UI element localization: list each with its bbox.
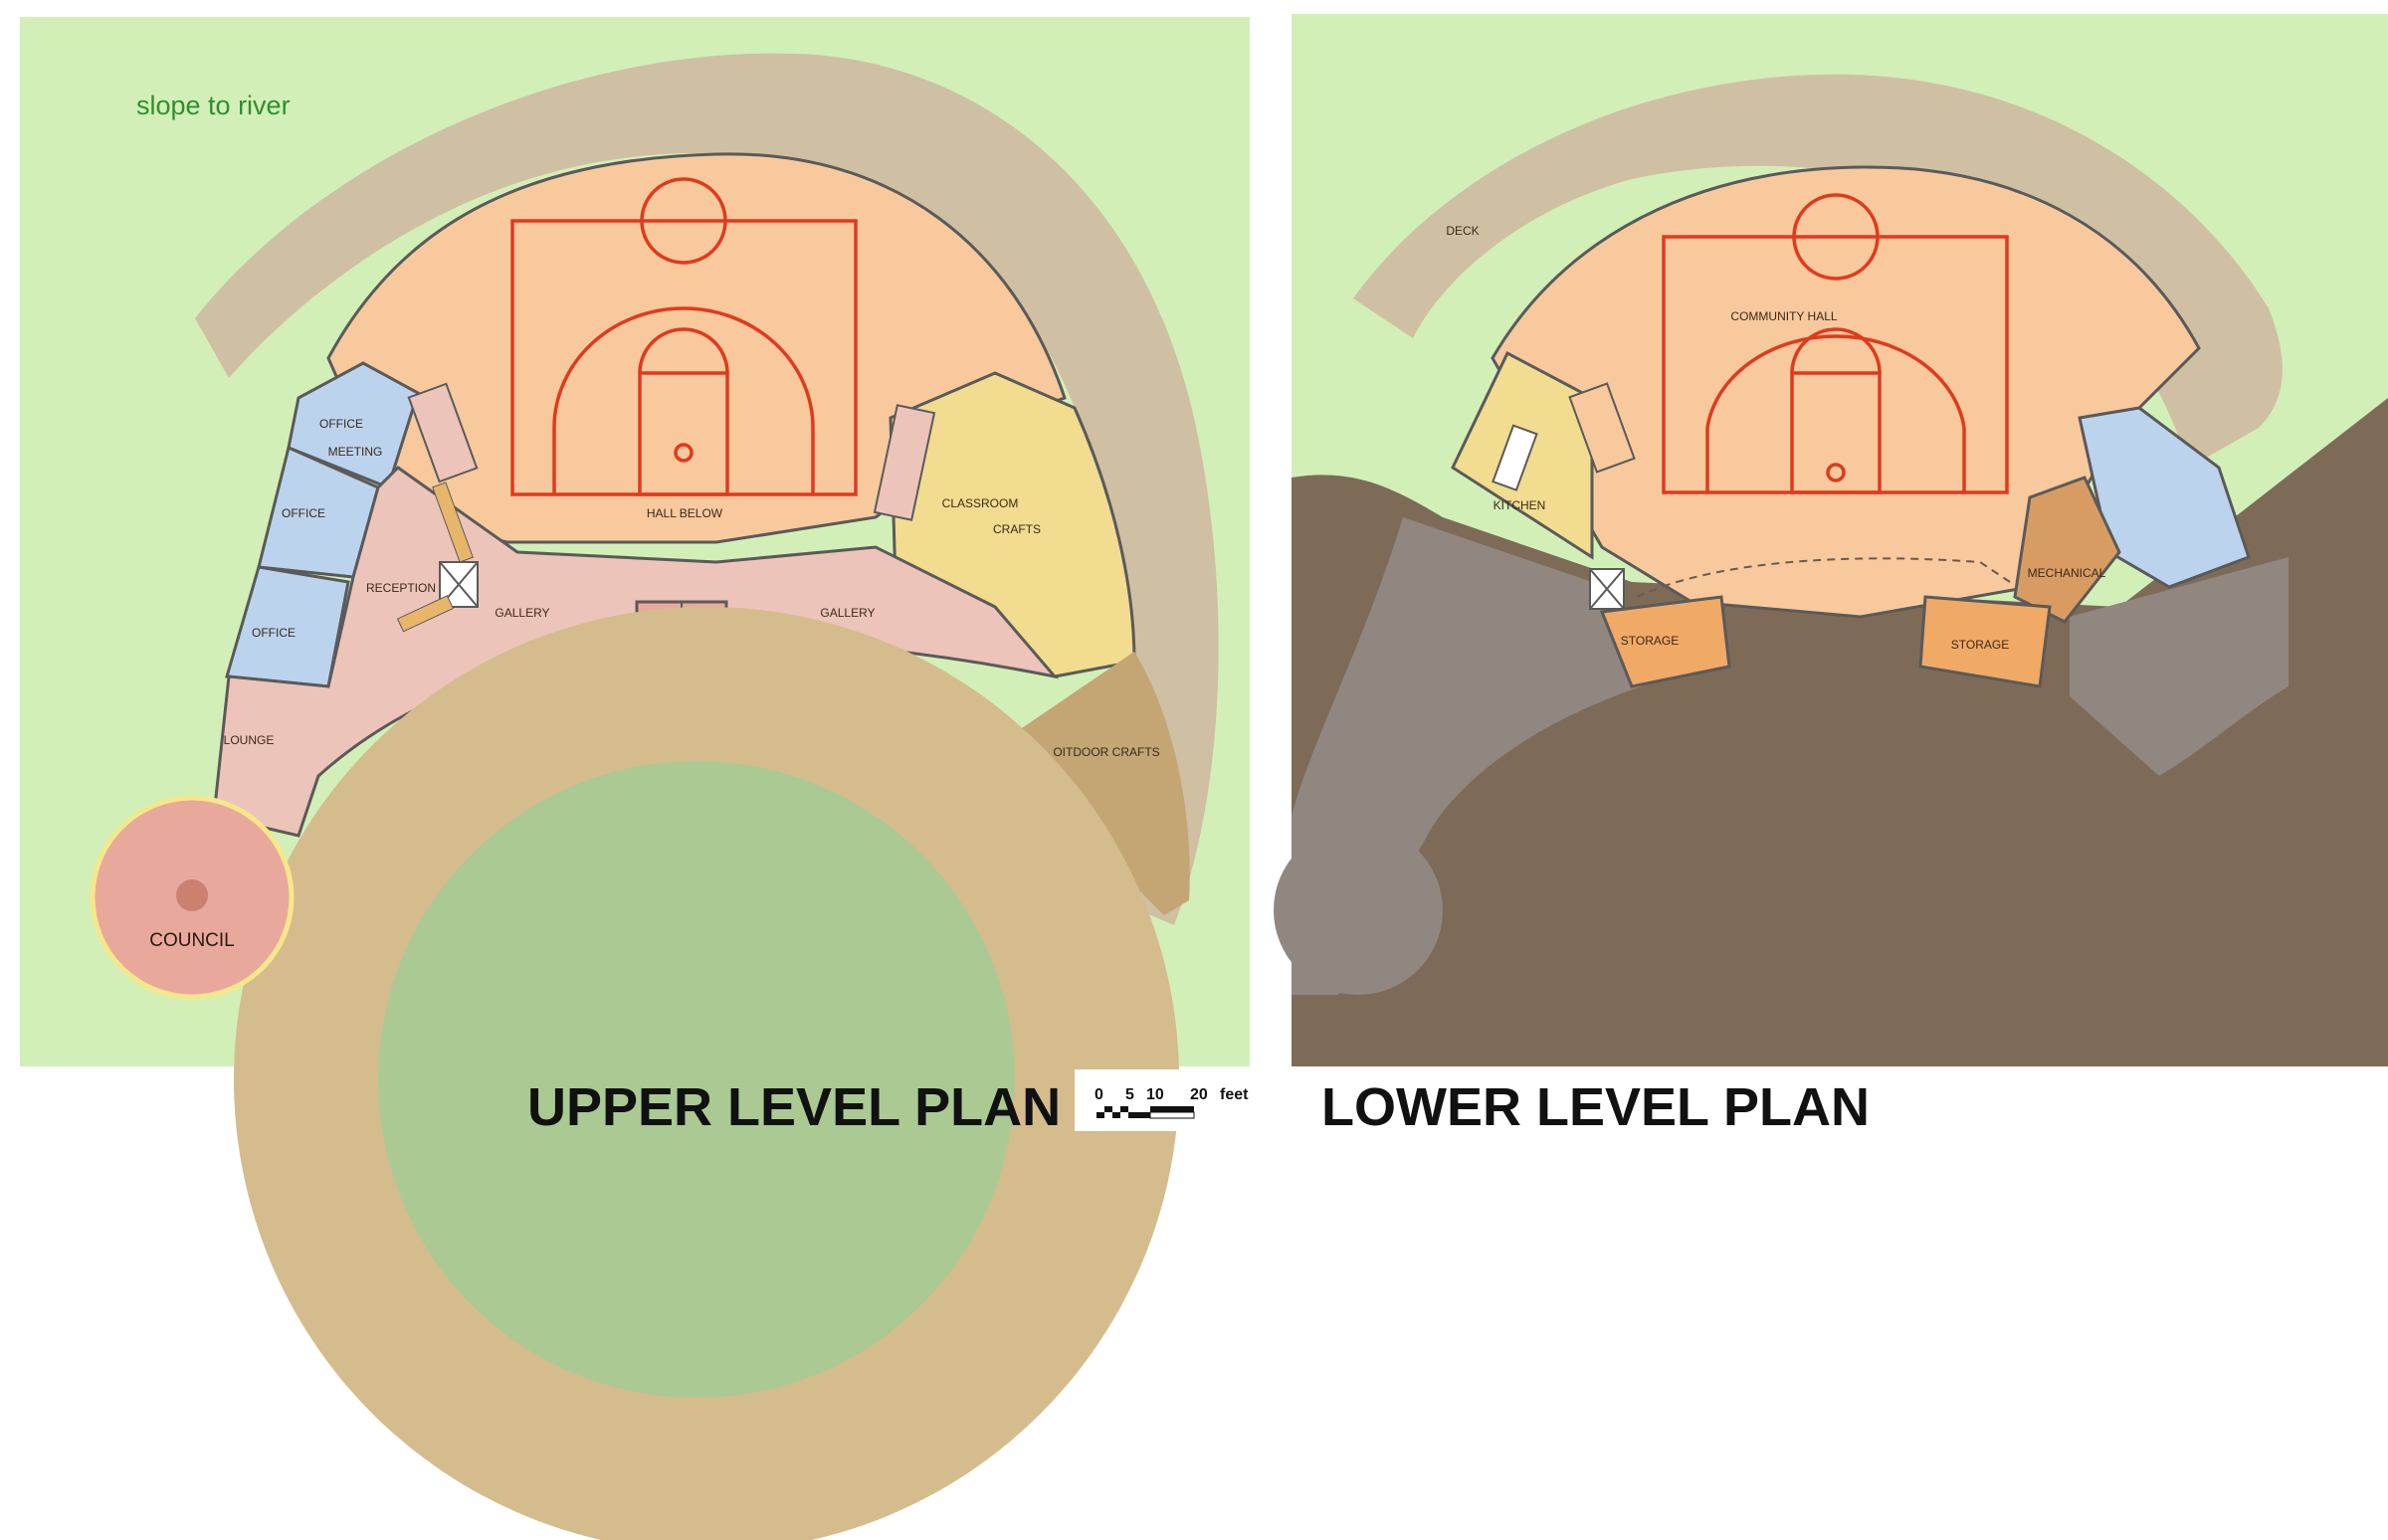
- lower-deck-band: [1353, 74, 2283, 468]
- lower-stair-left: [1568, 382, 1636, 474]
- upper-stair-right: [873, 404, 936, 521]
- label-outdoor-crafts: OITDOOR CRAFTS: [1053, 745, 1159, 759]
- label-office-2: OFFICE: [282, 506, 325, 520]
- lower-earth-light-band-right: [2070, 557, 2288, 776]
- label-hall-below: HALL BELOW: [647, 506, 723, 520]
- scale-seg-5: [1128, 1112, 1150, 1118]
- lower-gallery-above-dashed: [1636, 557, 2011, 598]
- lower-hall-area: [1491, 165, 2201, 619]
- upper-court-key-arc: [638, 327, 729, 374]
- label-gallery-right: GALLERY: [820, 606, 875, 620]
- upper-level-plan-title: UPPER LEVEL PLAN: [527, 1077, 1061, 1137]
- label-kitchen: KITCHEN: [1493, 498, 1546, 512]
- label-crafts: CRAFTS: [993, 522, 1041, 536]
- scale-seg-7: [1149, 1111, 1195, 1119]
- upper-court-key: [638, 371, 729, 496]
- scale-seg-4: [1120, 1106, 1128, 1112]
- lower-court-three-point: [1705, 334, 1966, 492]
- upper-court-lines: [510, 177, 858, 496]
- lower-earth-mass: [1292, 398, 2388, 1066]
- scale-tick-5: 5: [1125, 1086, 1134, 1103]
- upper-reception-desk-2: [432, 481, 474, 563]
- label-community-hall: COMMUNITY HALL: [1730, 309, 1837, 323]
- label-classroom: CLASSROOM: [942, 496, 1019, 510]
- lower-storage-left: [1599, 595, 1731, 688]
- upper-stair-left: [407, 382, 479, 483]
- scale-tick-10: 10: [1146, 1086, 1164, 1103]
- lower-court-center-circle: [1792, 193, 1880, 281]
- lower-earth-round-corner: [1274, 826, 1443, 995]
- scale-tick-20: 20: [1190, 1086, 1208, 1103]
- lower-mechanical-area: [2013, 476, 2121, 624]
- scale-unit: feet: [1220, 1086, 1249, 1103]
- lower-court-key: [1790, 371, 1882, 494]
- label-office-meeting-meeting: MEETING: [328, 445, 383, 459]
- lower-level-plan: DECK COMMUNITY HALL KITCHEN MECHANICAL S…: [1274, 14, 2388, 1066]
- upper-court-three-point: [552, 306, 815, 494]
- scale-bar-background: [1075, 1069, 1252, 1131]
- lower-court-lines: [1662, 193, 2009, 494]
- label-storage-left: STORAGE: [1621, 634, 1679, 648]
- scale-tick-0: 0: [1094, 1086, 1103, 1103]
- site-note-slope-to-river: slope to river: [136, 91, 291, 120]
- upper-level-plan: slope to river OFFICE MEETING OFFICE OFF…: [20, 17, 1250, 1540]
- label-reception: RECEPTION: [366, 581, 436, 595]
- upper-court-hoop: [674, 443, 694, 463]
- lower-level-plan-title: LOWER LEVEL PLAN: [1321, 1077, 1870, 1137]
- upper-reception-desk: [396, 595, 454, 633]
- upper-office-meeting: [287, 361, 420, 489]
- lower-storage-right: [1918, 595, 2052, 688]
- scale-seg-2: [1104, 1106, 1112, 1112]
- lower-court-hoop: [1826, 463, 1846, 482]
- scale-seg-3: [1112, 1112, 1120, 1118]
- lower-elevator-x2: [1589, 568, 1625, 610]
- label-office-3: OFFICE: [252, 626, 296, 640]
- scale-bar: 0 5 10 20 feet: [1075, 1069, 1252, 1131]
- label-deck: DECK: [1446, 224, 1479, 238]
- upper-outdoor-crafts-area: [1010, 652, 1190, 915]
- lower-kitchen-island: [1492, 424, 1538, 491]
- lower-court-key-arc: [1790, 327, 1882, 374]
- label-office-meeting-office: OFFICE: [319, 417, 363, 431]
- label-gallery-left: GALLERY: [495, 606, 549, 620]
- label-council: COUNCIL: [149, 930, 235, 951]
- scale-seg-1: [1096, 1112, 1104, 1118]
- label-mechanical: MECHANICAL: [2028, 566, 2106, 580]
- label-lounge: LOUNGE: [224, 733, 275, 747]
- upper-plaza-green: [378, 761, 1015, 1398]
- label-storage-right: STORAGE: [1951, 638, 2009, 652]
- upper-court-center-circle: [640, 177, 727, 265]
- upper-council-hearth: [176, 879, 208, 911]
